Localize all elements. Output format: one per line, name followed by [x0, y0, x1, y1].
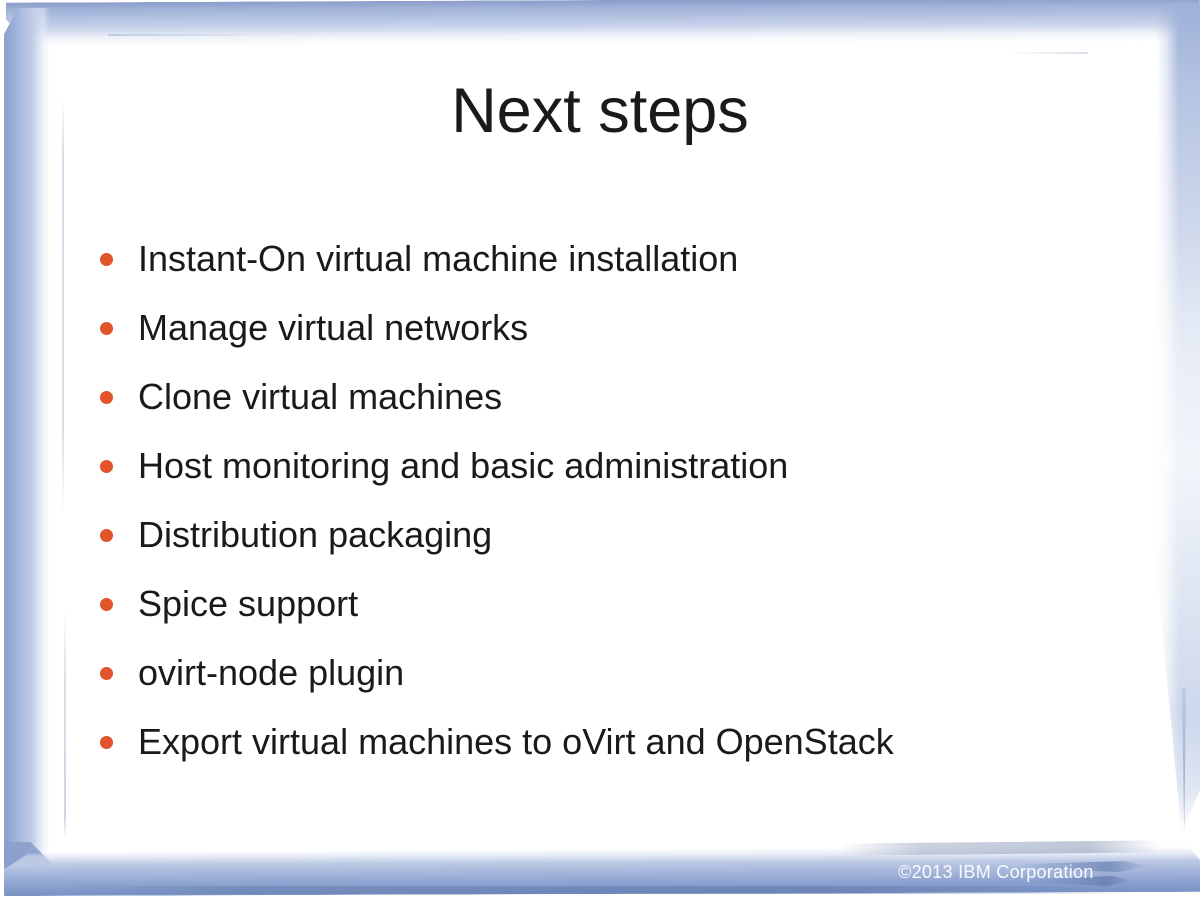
bullet-icon	[100, 390, 113, 404]
bullet-text: Distribution packaging	[138, 514, 493, 555]
bullet-text: Spice support	[138, 583, 359, 624]
brush-hairline-top-right	[1008, 52, 1088, 54]
list-item: Clone virtual machines	[100, 376, 894, 418]
bullet-text: Manage virtual networks	[138, 307, 529, 348]
brush-border-left	[4, 8, 50, 888]
bullet-icon	[100, 459, 113, 473]
list-item: Distribution packaging	[100, 514, 894, 556]
brush-hairline-left-lower	[64, 610, 66, 840]
bullet-text: Clone virtual machines	[138, 376, 503, 417]
list-item: Manage virtual networks	[100, 307, 894, 349]
brush-hairline-left-upper	[62, 96, 64, 516]
brush-border-top	[6, 0, 1200, 47]
bullet-icon	[100, 597, 113, 611]
bullet-text: Instant-On virtual machine installation	[138, 238, 739, 279]
brush-streak-tip-upper	[1018, 861, 1148, 872]
list-item: Host monitoring and basic administration	[100, 445, 894, 487]
list-item: Spice support	[100, 583, 894, 625]
footer-copyright: ©2013 IBM Corporation	[898, 862, 1094, 882]
bullet-text: Host monitoring and basic administration	[138, 445, 789, 486]
brush-hairline-right	[1182, 688, 1186, 833]
bullet-icon	[100, 321, 113, 335]
bullet-icon	[100, 528, 113, 542]
list-item: Instant-On virtual machine installation	[100, 238, 894, 280]
bullet-text: Export virtual machines to oVirt and Ope…	[138, 721, 894, 762]
bullet-text: ovirt-node plugin	[138, 652, 405, 693]
slide-title: Next steps	[451, 76, 749, 146]
brush-border-bottom-shadow	[70, 886, 1140, 894]
list-item: ovirt-node plugin	[100, 652, 894, 694]
list-item: Export virtual machines to oVirt and Ope…	[100, 721, 894, 763]
brush-streak-tip-lower	[1024, 876, 1134, 886]
brush-hairline-top-left	[108, 34, 278, 36]
bullet-icon	[100, 735, 113, 749]
bullet-icon	[100, 666, 113, 680]
bullet-list: Instant-On virtual machine installation …	[100, 238, 894, 790]
bullet-icon	[100, 252, 113, 266]
